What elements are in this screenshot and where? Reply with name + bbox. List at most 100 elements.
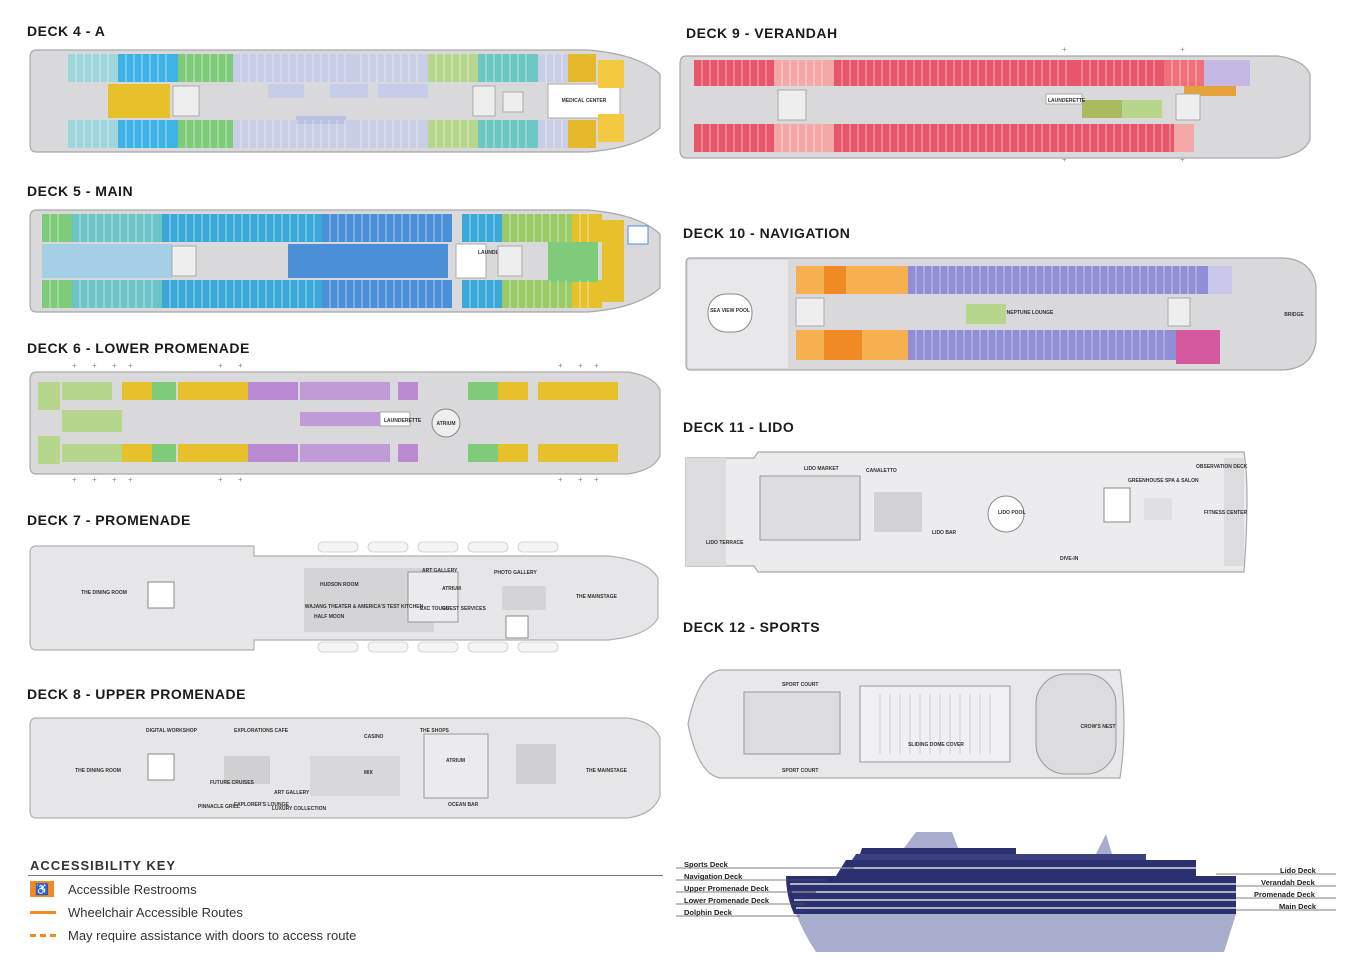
deck8-mainstage-label: THE MAINSTAGE <box>586 768 628 774</box>
svg-text:+: + <box>92 475 97 484</box>
svg-text:+: + <box>594 361 599 370</box>
profile-label-main: Main Deck <box>1279 902 1317 911</box>
deck10-title: DECK 10 - NAVIGATION <box>683 225 851 241</box>
deck7-halfmoon-label: HALF MOON <box>314 614 345 620</box>
deck6-title: DECK 6 - LOWER PROMENADE <box>27 340 250 356</box>
deck11-divein-label: DIVE-IN <box>1060 556 1079 562</box>
deck8-explorers-label: EXPLORER'S LOUNGE <box>234 802 289 808</box>
deck11-plan: LIDO MARKET CANALETTO LIDO POOL LIDO BAR… <box>685 451 1248 573</box>
deck11-lidomarket-label: LIDO MARKET <box>804 466 839 472</box>
deck12-plan: SPORT COURT SPORT COURT SLIDING DOME COV… <box>687 669 1125 779</box>
deck7-exc-label: EXC TOURS <box>420 606 450 612</box>
deck11-greenhouse-label: GREENHOUSE SPA & SALON <box>1128 478 1199 484</box>
svg-text:+: + <box>1180 45 1185 54</box>
dashed-route-swatch <box>30 927 56 943</box>
wheelchair-icon: ♿ <box>30 881 54 897</box>
profile-label-sports: Sports Deck <box>684 860 728 869</box>
deck7-plan: THE DINING ROOM HUDSON ROOM HALF MOON WA… <box>29 541 659 653</box>
svg-text:+: + <box>594 475 599 484</box>
deck7-artgallery-label: ART GALLERY <box>422 568 458 574</box>
deck8-dining-label: THE DINING ROOM <box>75 768 121 774</box>
solid-route-swatch <box>30 904 56 920</box>
deck10-bridge-label: BRIDGE <box>1284 312 1304 318</box>
deck11-lidobar-label: LIDO BAR <box>932 530 957 536</box>
svg-text:+: + <box>218 475 223 484</box>
deck11-lidoterrace-label: LIDO TERRACE <box>706 540 744 546</box>
deck6-laundry-label: LAUNDERETTE <box>384 418 422 424</box>
deck8-plan: THE DINING ROOM DIGITAL WORKSHOP EXPLORA… <box>29 717 661 819</box>
key-item-routes-label: Wheelchair Accessible Routes <box>68 904 243 920</box>
key-item-restrooms-label: Accessible Restrooms <box>68 881 197 897</box>
deck8-title: DECK 8 - UPPER PROMENADE <box>27 686 246 702</box>
deck8-explorations-label: EXPLORATIONS CAFE <box>234 728 289 734</box>
deck11-title: DECK 11 - LIDO <box>683 419 795 435</box>
deck5-plan: LAUNDERETTE <box>29 209 661 313</box>
deck5-laundry-label: LAUNDERETTE <box>478 250 516 256</box>
svg-text:+: + <box>1180 155 1185 164</box>
deck8-pinnacle-label: PINNACLE GRILL <box>198 804 240 810</box>
deck8-luxury-label: LUXURY COLLECTION <box>272 806 327 812</box>
svg-text:+: + <box>578 361 583 370</box>
deck8-mix-label: MIX <box>364 770 374 776</box>
deck11-canaletto-label: CANALETTO <box>866 468 897 474</box>
svg-text:+: + <box>92 361 97 370</box>
deck11-observation-label: OBSERVATION DECK <box>1196 464 1248 470</box>
profile-label-navigation: Navigation Deck <box>684 872 743 881</box>
deck12-crows-label: CROW'S NEST <box>1080 724 1115 730</box>
deck6-plan: + + + + + + + + + + + + + + + + + + LAUNDERETTE ATRIUM <box>29 361 661 484</box>
deck12-sportcourt-label: SPORT COURT <box>782 682 818 688</box>
svg-text:+: + <box>218 361 223 370</box>
restroom-swatch: ♿ <box>30 881 56 897</box>
svg-text:+: + <box>112 475 117 484</box>
deck9-plan: ++++ LAUNDERETTE <box>679 45 1311 164</box>
profile-label-promenade: Promenade Deck <box>1254 890 1315 899</box>
svg-text:+: + <box>238 475 243 484</box>
deck8-digital-label: DIGITAL WORKSHOP <box>146 728 198 734</box>
svg-text:+: + <box>128 361 133 370</box>
svg-text:+: + <box>1062 45 1067 54</box>
deck8-future-label: FUTURE CRUISES <box>210 780 255 786</box>
deck7-atrium-label: ATRIUM <box>442 586 461 592</box>
deck8-art-label: ART GALLERY <box>274 790 310 796</box>
deck8-ocean-label: OCEAN BAR <box>448 802 479 808</box>
deck7-kitchen-label: WAJANG THEATER & AMERICA'S TEST KITCHEN <box>305 604 424 610</box>
key-item-doors: May require assistance with doors to acc… <box>30 927 356 943</box>
svg-text:+: + <box>72 475 77 484</box>
key-divider <box>28 875 663 876</box>
deck10-seaview-label: SEA VIEW POOL <box>710 308 750 314</box>
deck7-mainstage-label: THE MAINSTAGE <box>576 594 618 600</box>
profile-label-verandah: Verandah Deck <box>1261 878 1315 887</box>
deck10-plan: SEA VIEW POOL NEPTUNE LOUNGE BRIDGE <box>685 257 1317 371</box>
deck7-photo-label: PHOTO GALLERY <box>494 570 537 576</box>
deck11-fitness-label: FITNESS CENTER <box>1204 510 1247 516</box>
svg-text:+: + <box>238 361 243 370</box>
svg-text:+: + <box>558 475 563 484</box>
deck9-title: DECK 9 - VERANDAH <box>686 25 838 41</box>
deck7-hudson-label: HUDSON ROOM <box>320 582 359 588</box>
key-item-doors-label: May require assistance with doors to acc… <box>68 927 357 943</box>
svg-text:+: + <box>72 361 77 370</box>
svg-text:+: + <box>128 475 133 484</box>
deck8-atrium-label: ATRIUM <box>446 758 465 764</box>
deck7-title: DECK 7 - PROMENADE <box>27 512 191 528</box>
deck7-guest-label: GUEST SERVICES <box>442 606 486 612</box>
deck12-dome-label: SLIDING DOME COVER <box>908 742 964 748</box>
deck5-title: DECK 5 - MAIN <box>27 183 134 199</box>
deck6-atrium-label: ATRIUM <box>436 421 455 427</box>
deck8-shops-label: THE SHOPS <box>420 728 450 734</box>
deck7-dining-label: THE DINING ROOM <box>81 590 127 596</box>
key-item-restrooms: ♿ Accessible Restrooms <box>30 881 197 897</box>
deck4-title: DECK 4 - A <box>27 23 106 39</box>
deck12-title: DECK 12 - SPORTS <box>683 619 821 635</box>
svg-text:+: + <box>558 361 563 370</box>
svg-text:+: + <box>1062 155 1067 164</box>
accessibility-key-title: ACCESSIBILITY KEY <box>30 858 177 873</box>
svg-text:+: + <box>578 475 583 484</box>
profile-label-dolphin: Dolphin Deck <box>684 908 732 917</box>
deck11-lidopool-label: LIDO POOL <box>998 510 1026 516</box>
deck8-casino-label: CASINO <box>364 734 384 740</box>
svg-text:+: + <box>112 361 117 370</box>
deck12-sportcourt-label-2: SPORT COURT <box>782 768 818 774</box>
deck10-neptune-label: NEPTUNE LOUNGE <box>1007 310 1054 316</box>
ship-profile <box>676 832 1336 952</box>
